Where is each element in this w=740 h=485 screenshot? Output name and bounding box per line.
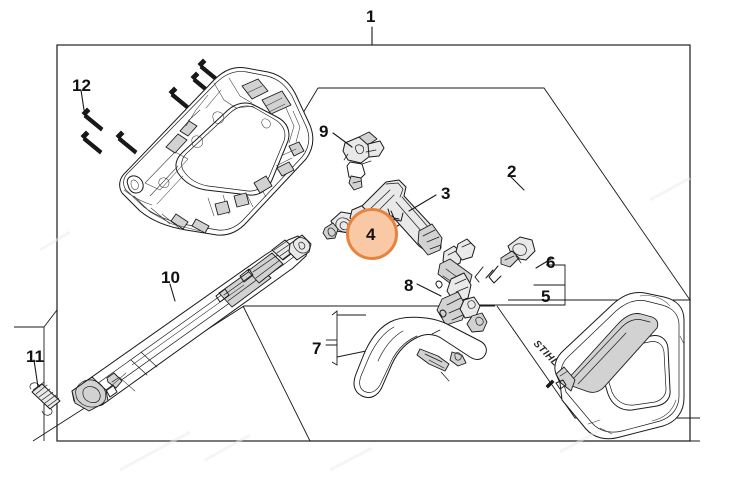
part-1-housing-shell xyxy=(119,67,314,236)
highlight-circle-part-4 xyxy=(346,208,398,260)
callout-6[interactable]: 6 xyxy=(546,253,556,272)
leader-lines xyxy=(33,26,552,388)
callout-1[interactable]: 1 xyxy=(366,7,376,26)
part-10-spray-lance-tube xyxy=(71,234,312,412)
part-9-switch-lever xyxy=(342,131,385,191)
callout-4[interactable]: 4 xyxy=(366,225,376,244)
callout-10[interactable]: 10 xyxy=(161,268,180,287)
part-3-connector-tube xyxy=(361,179,443,256)
part-5-handle-shell: STIHL xyxy=(531,292,685,440)
group-line-lower-left xyxy=(14,309,58,441)
stihl-logo-text: STIHL xyxy=(531,338,561,368)
callout-8[interactable]: 8 xyxy=(404,276,414,295)
callout-7[interactable]: 7 xyxy=(312,339,322,358)
callout-9[interactable]: 9 xyxy=(319,122,329,141)
callout-5[interactable]: 5 xyxy=(541,287,551,306)
part-12-screws xyxy=(80,58,220,155)
part-7-trigger-lever xyxy=(353,316,487,399)
callout-2[interactable]: 2 xyxy=(507,162,517,181)
stihl-logo: STIHL xyxy=(531,338,561,389)
callout-12[interactable]: 12 xyxy=(72,76,91,95)
part-8-control-valve xyxy=(435,238,488,333)
part-11-compression-spring xyxy=(29,381,61,416)
callout-3[interactable]: 3 xyxy=(441,184,451,203)
callout-11[interactable]: 11 xyxy=(26,347,44,366)
part-6-valve-spindle xyxy=(474,236,536,284)
group-box-2 xyxy=(296,87,691,301)
